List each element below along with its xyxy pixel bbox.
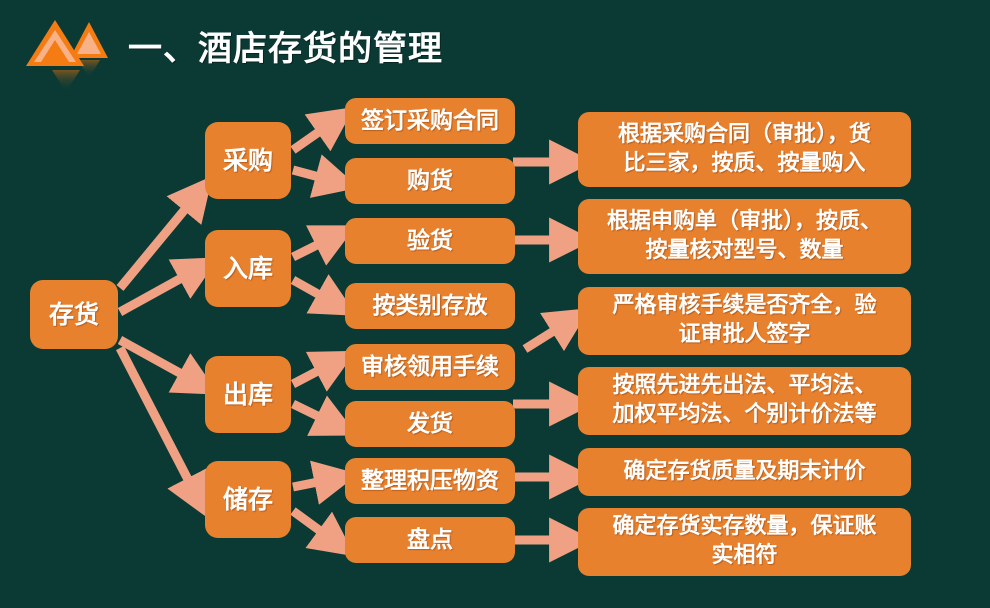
arrow-ruku-to-anleibie	[290, 274, 357, 316]
node-level2-storage[interactable]: 储存	[205, 461, 291, 538]
detail-line-1: 根据采购合同（审批），货	[617, 121, 871, 147]
detail-box-quality-and-valuation[interactable]: 确定存货质量及期末计价	[578, 448, 911, 496]
node-level3-stocktaking[interactable]: 盘点	[345, 517, 515, 563]
node-level3-purchase-goods[interactable]: 购货	[345, 158, 515, 204]
detail-line-1: 根据申购单（审批），按质、	[606, 208, 882, 234]
detail-box-requisition-form[interactable]: 根据申购单（审批），按质、 按量核对型号、数量	[578, 199, 911, 274]
arrow-root-to-chucun	[116, 345, 208, 519]
detail-line-2: 加权平均法、个别计价法等	[612, 402, 877, 427]
detail-line-1: 严格审核手续是否齐全，验	[612, 293, 877, 319]
arrow-chuku-to-shenhe	[290, 350, 357, 392]
detail-line-2: 实相符	[711, 543, 778, 568]
node-level3-deliver-goods[interactable]: 发货	[345, 401, 515, 447]
node-level2-inbound[interactable]: 入库	[205, 230, 291, 307]
detail-line-1: 确定存货质量及期末计价	[623, 458, 866, 484]
arrow-caigou-to-gouhuo	[291, 154, 360, 198]
arrow-chuku-to-fahuo	[291, 395, 358, 436]
detail-box-costing-methods[interactable]: 按照先进先出法、平均法、 加权平均法、个别计价法等	[578, 367, 911, 435]
node-level2-purchase[interactable]: 采购	[205, 122, 291, 199]
arrow-caigou-to-qianding	[290, 107, 355, 154]
node-level3-store-by-category[interactable]: 按类别存放	[345, 283, 515, 329]
arrow-shenhe-to-detail3	[522, 308, 591, 353]
node-level3-inspect-goods[interactable]: 验货	[345, 218, 515, 264]
arrow-root-to-chuku	[117, 336, 219, 395]
detail-line-1: 确定存货实存数量，保证账	[612, 514, 877, 540]
node-root-inventory[interactable]: 存货	[30, 280, 118, 349]
detail-line-2: 比三家，按质、按量购入	[623, 150, 866, 176]
arrow-root-to-caigou	[116, 175, 213, 291]
detail-line-2: 按量核对型号、数量	[645, 237, 844, 263]
detail-line-2: 证审批人签字	[678, 322, 811, 347]
detail-line-1: 按照先进先出法、平均法、	[612, 373, 877, 399]
detail-box-purchase-contract[interactable]: 根据采购合同（审批），货 比三家，按质、按量购入	[578, 112, 911, 187]
node-level3-review-requisition[interactable]: 审核领用手续	[345, 344, 515, 390]
node-level3-organize-backlog[interactable]: 整理积压物资	[345, 458, 515, 504]
detail-box-physical-count[interactable]: 确定存货实存数量，保证账 实相符	[578, 508, 911, 576]
arrow-chucun-to-zhengli	[292, 460, 359, 505]
node-level2-outbound[interactable]: 出库	[205, 356, 291, 433]
page-title: 一、酒店存货的管理	[128, 29, 443, 69]
node-level3-sign-contract[interactable]: 签订采购合同	[345, 98, 515, 144]
arrow-chucun-to-pandian	[290, 507, 356, 557]
mountain-logo-icon	[22, 12, 122, 92]
detail-box-strict-review[interactable]: 严格审核手续是否齐全，验 证审批人签字	[578, 287, 911, 355]
arrow-root-to-ruku	[117, 257, 219, 316]
arrow-ruku-to-yanhuo	[290, 225, 357, 266]
slide-header: 一、酒店存货的管理	[0, 0, 990, 92]
